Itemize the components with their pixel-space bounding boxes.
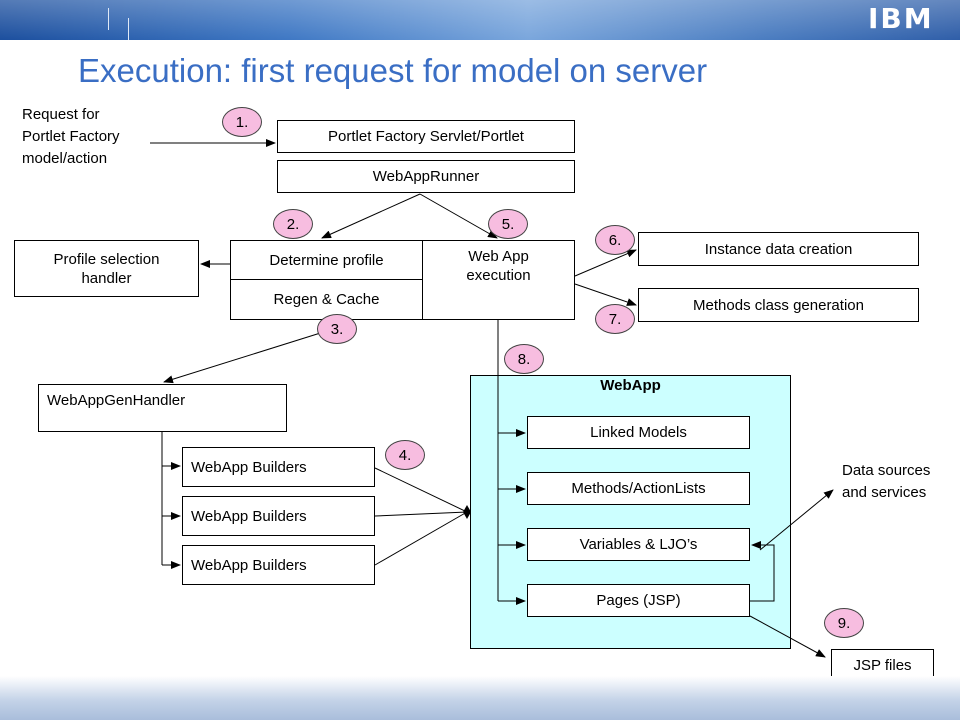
data-sources-note: Data sources and services [842, 462, 931, 501]
ibm-logo: IBM [868, 4, 954, 34]
loop-pages-variables [750, 541, 775, 602]
request-note: Request for Portlet Factory model/action [22, 106, 120, 167]
webapp-panel-title: WebApp [600, 377, 661, 394]
arrow-runner-execution [419, 193, 498, 239]
step-badge-7: 7. [595, 304, 635, 334]
header-banner: IBM [0, 0, 960, 40]
banner-gloss [0, 0, 960, 40]
step-badge-6: 6. [595, 225, 635, 255]
variables-box: Variables & LJO’s [527, 528, 750, 561]
line-builder-2 [374, 511, 468, 517]
regen-cache-box: Regen & Cache [230, 279, 423, 320]
determine-profile-box: Determine profile [230, 240, 423, 280]
arrow-runner-determine [321, 193, 421, 239]
methods-lists-box: Methods/ActionLists [527, 472, 750, 505]
builders-box: WebApp Builders [182, 496, 375, 536]
step-badge-8: 8. [504, 344, 544, 374]
methods-class-box: Methods class generation [638, 288, 919, 322]
builders-box: WebApp Builders [182, 447, 375, 487]
banner-divider [108, 8, 109, 30]
builders-merge-point [463, 505, 471, 519]
step-badge-3: 3. [317, 314, 357, 344]
step-badge-2: 2. [273, 209, 313, 239]
gen-handler-box: WebAppGenHandler [38, 384, 287, 432]
arrow-regen-genhandler [163, 329, 331, 384]
builders-box: WebApp Builders [182, 545, 375, 585]
banner-divider [128, 18, 129, 40]
step-badge-5: 5. [488, 209, 528, 239]
line-builder-1 [374, 467, 468, 513]
slide-title: Execution: first request for model on se… [78, 52, 708, 89]
step-badge-9: 9. [824, 608, 864, 638]
instance-data-box: Instance data creation [638, 232, 919, 266]
pages-box: Pages (JSP) [527, 584, 750, 617]
arrow-instance-data [574, 249, 637, 277]
arrow-jsp-files [749, 615, 826, 658]
linked-models-box: Linked Models [527, 416, 750, 449]
servlet-box: Portlet Factory Servlet/Portlet [277, 120, 575, 153]
arrow-methods-class [574, 283, 637, 306]
line-builder-3 [374, 511, 468, 566]
step-badge-1: 1. [222, 107, 262, 137]
arrow-data-sources [759, 489, 834, 551]
step-badge-4: 4. [385, 440, 425, 470]
footer-band [0, 676, 960, 720]
runner-box: WebAppRunner [277, 160, 575, 193]
